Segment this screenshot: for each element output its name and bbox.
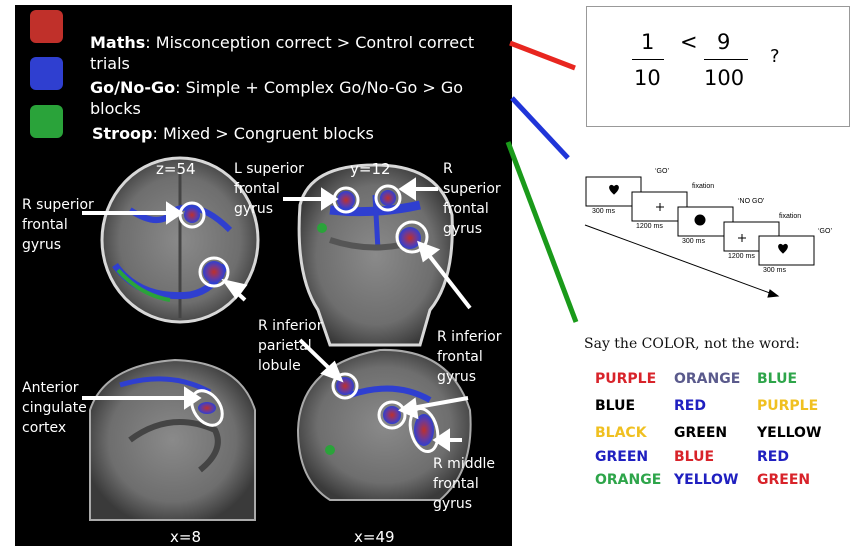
stroop-word: PURPLE (595, 371, 657, 387)
axial-slice (100, 156, 260, 324)
stroop-word: BLUE (674, 449, 715, 465)
gonogo-diagram (584, 176, 815, 298)
label-r-middle-frontal: R middle frontal gyrus (433, 456, 495, 512)
maths-problem-box (586, 6, 850, 127)
gonogo-fixation-label-1: fixation (692, 183, 715, 190)
fraction1-bar (632, 59, 664, 60)
label-r-superior-frontal-right: R superior frontal gyrus (443, 161, 501, 237)
gonogo-connector (510, 96, 570, 160)
coord-z54: z=54 (156, 160, 196, 178)
less-than-symbol: < (680, 30, 698, 54)
stroop-word: GREEN (757, 472, 811, 488)
stroop-connector (505, 141, 579, 323)
gonogo-time-5: 300 ms (763, 267, 786, 274)
legend-maths: Maths: Misconception correct > Control c… (90, 33, 475, 73)
maths-connector (509, 40, 576, 71)
stroop-word: ORANGE (674, 371, 741, 387)
stroop-word: YELLOW (757, 425, 822, 441)
label-r-superior-frontal-left: R superior frontal gyrus (22, 197, 94, 253)
gonogo-time-2: 1200 ms (636, 223, 663, 230)
stroop-word: GREEN (674, 425, 728, 441)
stroop-word: ORANGE (595, 472, 662, 488)
gonogo-go-label-2: ‘GO’ (818, 228, 832, 235)
gonogo-nogo-label: ‘NO GO’ (738, 198, 765, 205)
fraction1-numerator: 1 (641, 30, 655, 54)
stroop-word: BLUE (595, 398, 636, 414)
stroop-swatch (30, 105, 63, 138)
gonogo-time-3: 300 ms (682, 238, 705, 245)
coord-x8: x=8 (170, 528, 201, 546)
stroop-word: PURPLE (757, 398, 819, 414)
gonogo-time-1: 300 ms (592, 208, 615, 215)
stroop-word: RED (674, 398, 706, 414)
coord-y12: y=12 (350, 160, 391, 178)
coord-x49: x=49 (354, 528, 395, 546)
stroop-word: YELLOW (674, 472, 739, 488)
stroop-word: BLACK (595, 425, 647, 441)
stroop-instruction: Say the COLOR, not the word: (584, 336, 800, 352)
maths-swatch (30, 10, 63, 43)
gonogo-fixation-label-2: fixation (779, 213, 802, 220)
label-r-inferior-parietal: R inferior parietal lobule (258, 318, 323, 374)
gonogo-time-4: 1200 ms (728, 253, 755, 260)
label-r-inferior-frontal: R inferior frontal gyrus (437, 329, 502, 385)
stroop-word: BLUE (757, 371, 798, 387)
stroop-word: GREEN (595, 449, 649, 465)
legend-gonogo: Go/No-Go: Simple + Complex Go/No-Go > Go… (90, 78, 464, 118)
question-mark: ? (770, 46, 780, 67)
label-anterior-cingulate: Anterior cingulate cortex (22, 380, 87, 436)
label-l-superior-frontal: L superior frontal gyrus (234, 161, 304, 217)
gonogo-go-label-1: ‘GO’ (655, 168, 669, 175)
gonogo-swatch (30, 57, 63, 90)
legend-stroop: Stroop: Mixed > Congruent blocks (92, 124, 374, 143)
pointer-arrows (82, 177, 472, 452)
stroop-word: RED (757, 449, 789, 465)
sagittal-slice-x8 (89, 358, 256, 521)
fraction2-bar (704, 59, 748, 60)
fraction1-denominator: 10 (634, 66, 661, 90)
fraction2-numerator: 9 (717, 30, 731, 54)
fraction2-denominator: 100 (704, 66, 745, 90)
